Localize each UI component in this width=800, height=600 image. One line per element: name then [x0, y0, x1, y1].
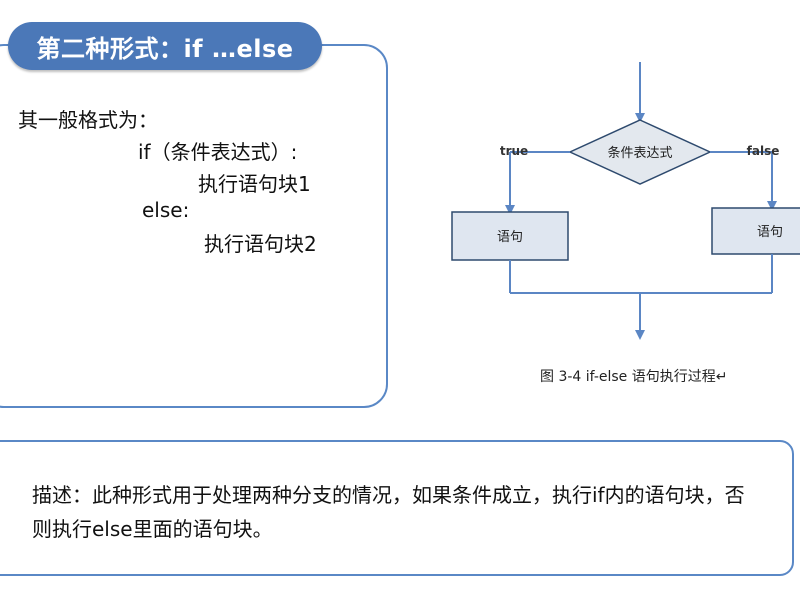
flowchart-caption: 图 3-4 if-else 语句执行过程↵ [540, 369, 727, 385]
syntax-if-line: if（条件表达式）: [138, 140, 298, 164]
condition-label: 条件表达式 [607, 145, 672, 161]
description-panel [0, 440, 794, 576]
true-statement-label: 语句 [497, 230, 523, 245]
syntax-block1: 执行语句块1 [198, 172, 311, 196]
syntax-else-line: else: [142, 198, 190, 222]
syntax-intro: 其一般格式为： [18, 108, 158, 132]
true-statement-box [451, 211, 569, 261]
if-else-flowchart: 条件表达式 true false 语句 语句 图 3-4 if-else 语句执… [451, 62, 800, 385]
slide-title: 第二种形式：if …else [8, 22, 322, 70]
description-text: 描述：此种形式用于处理两种分支的情况，如果条件成立，执行if内的语句块，否则执行… [32, 483, 745, 541]
syntax-panel [0, 44, 388, 408]
false-statement-label: 语句 [757, 225, 783, 240]
false-label: false [747, 144, 780, 158]
false-statement-box [711, 207, 800, 255]
syntax-block2: 执行语句块2 [204, 232, 317, 256]
condition-diamond [568, 119, 712, 185]
true-label: true [500, 144, 528, 158]
